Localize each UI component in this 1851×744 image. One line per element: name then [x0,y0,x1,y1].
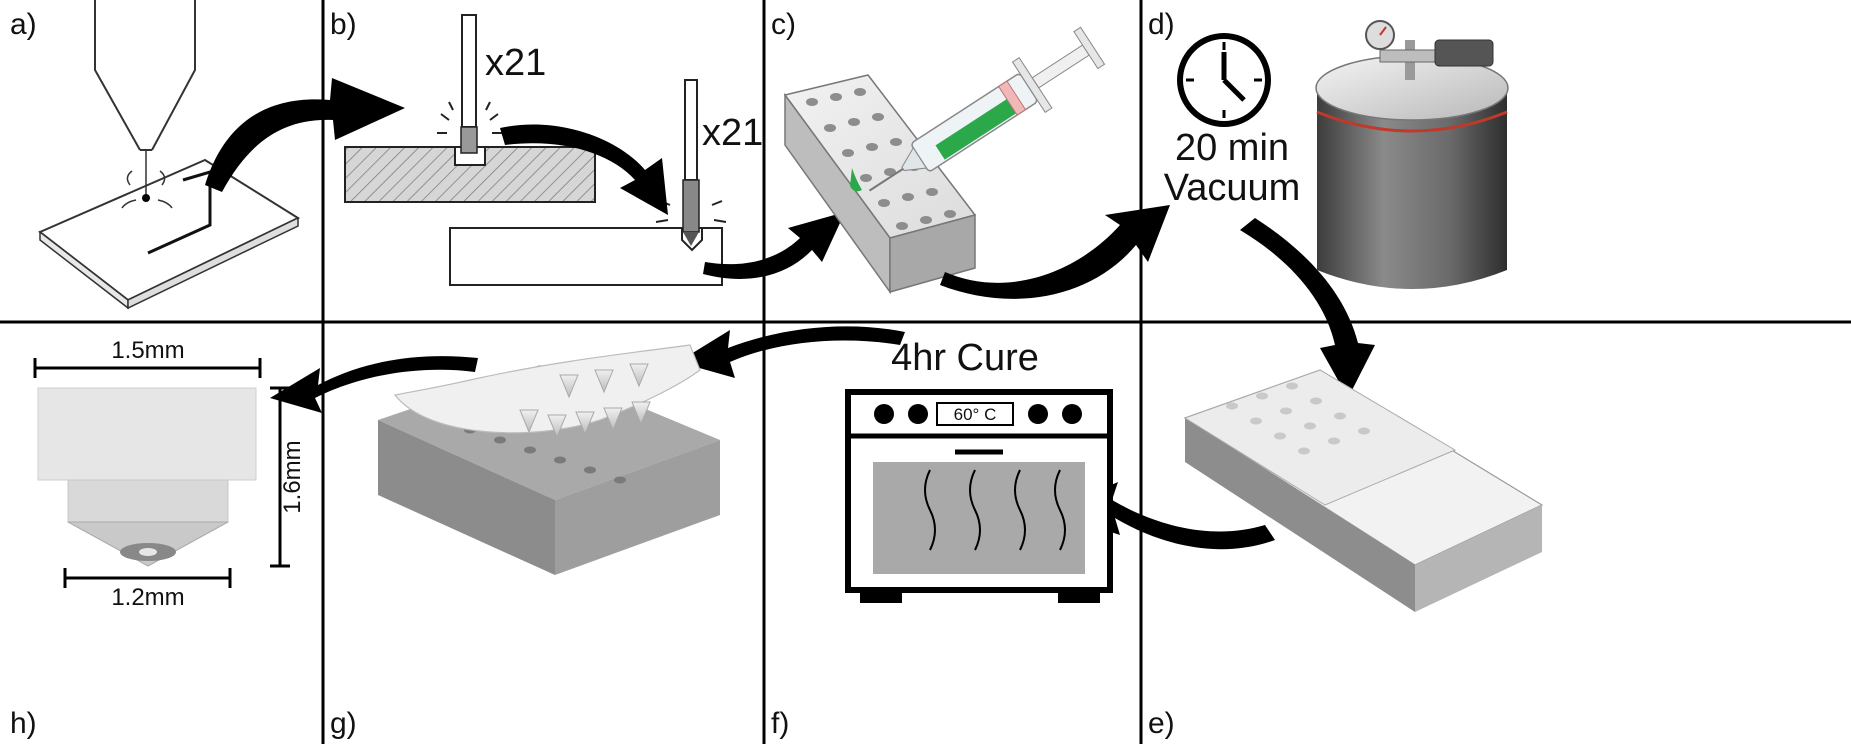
clock-icon [1177,33,1271,127]
bottom-width-label: 1.2mm [111,584,184,611]
drill-count-1: x21 [485,42,546,84]
panel-b-drilling: x21 x21 [344,14,763,286]
arrow-c-to-d [940,205,1170,299]
panel-label-b: b) [330,8,357,41]
panel-a-laser-cutter [38,0,301,310]
arrow-g-to-h [270,356,478,413]
vacuum-time: 20 min [1175,127,1289,169]
panel-d-vacuum: 20 min Vacuum [1164,20,1509,289]
arrow-a-to-b [205,78,405,192]
panel-h-needle: 1.5mm 1.6mm 1.2mm [33,337,306,611]
panel-label-f: f) [771,707,789,740]
panel-f-oven: 4hr Cure 60° C [845,337,1113,603]
panel-e-mold [1183,369,1544,612]
panel-label-c: c) [771,8,796,41]
cure-label: 4hr Cure [891,337,1039,379]
vacuum-label: Vacuum [1164,167,1301,209]
panel-label-d: d) [1148,8,1175,41]
oven-temp: 60° C [954,405,997,424]
arrow-b-inner [500,124,668,215]
height-label: 1.6mm [279,440,306,513]
vacuum-chamber [1315,20,1509,289]
arrow-f-to-g [678,326,905,378]
panel-label-h: h) [10,707,37,740]
panel-label-a: a) [10,8,37,41]
panel-c-resin-fill [783,26,1106,295]
panel-label-g: g) [330,707,357,740]
top-width-label: 1.5mm [111,337,184,364]
drill-count-2: x21 [702,112,763,154]
arrow-d-to-e [1240,218,1375,398]
panel-g-demold [378,344,720,575]
panel-label-e: e) [1148,707,1175,740]
arrow-b-to-c [703,212,845,279]
